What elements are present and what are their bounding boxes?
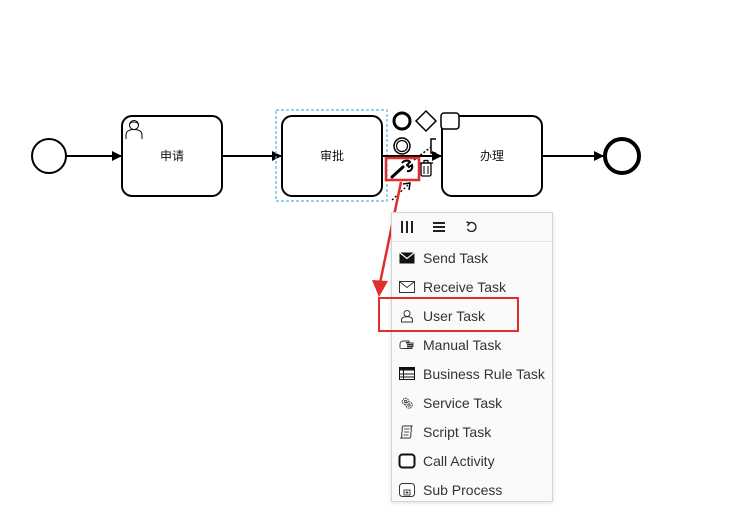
menu-item-label: Service Task xyxy=(423,394,503,411)
menu-item-label: Manual Task xyxy=(423,336,502,353)
end-event[interactable] xyxy=(603,137,641,175)
connect-icon[interactable] xyxy=(391,182,411,201)
menu-item-receive-task[interactable]: Receive Task xyxy=(392,272,552,301)
context-pad xyxy=(390,109,460,201)
gear-icon xyxy=(398,394,416,412)
table-icon xyxy=(398,365,416,383)
user-icon xyxy=(398,307,416,325)
menu-item-label: Script Task xyxy=(423,423,492,440)
text-annotation-icon[interactable] xyxy=(430,138,436,154)
user-icon xyxy=(125,120,143,139)
envelope-filled-icon xyxy=(398,249,416,267)
call-activity-icon xyxy=(398,452,416,470)
highlight-box-user-task xyxy=(378,297,519,332)
menu-item-call-activity[interactable]: Call Activity xyxy=(392,446,552,475)
annotation-arrow xyxy=(378,181,403,284)
column-icon[interactable] xyxy=(400,213,432,241)
menu-item-business-rule-task[interactable]: Business Rule Task xyxy=(392,359,552,388)
script-icon xyxy=(398,423,416,441)
menu-item-label: User Task xyxy=(423,307,485,324)
menu-item-label: Business Rule Task xyxy=(423,365,545,382)
menu-item-service-task[interactable]: Service Task xyxy=(392,388,552,417)
replace-popup-menu: Send Task Receive Task User Task Manual … xyxy=(391,212,553,502)
trash-icon[interactable] xyxy=(419,159,433,177)
menu-item-manual-task[interactable]: Manual Task xyxy=(392,330,552,359)
popup-header xyxy=(392,213,552,242)
gateway-icon[interactable] xyxy=(414,109,438,133)
association-icon[interactable] xyxy=(413,146,432,161)
task-icon[interactable] xyxy=(440,112,460,130)
menu-item-label: Receive Task xyxy=(423,278,507,295)
menu-item-label: Sub Process xyxy=(423,481,503,498)
menu-item-sub-process[interactable]: Sub Process xyxy=(392,475,552,504)
highlight-box-wrench xyxy=(384,156,421,182)
menu-item-user-task[interactable]: User Task xyxy=(392,301,552,330)
task-label-approve: 审批 xyxy=(319,149,344,163)
end-event-icon[interactable] xyxy=(392,111,412,131)
wrench-icon[interactable] xyxy=(390,159,414,179)
hand-icon xyxy=(398,336,416,354)
start-event[interactable] xyxy=(31,138,67,174)
loop-icon[interactable] xyxy=(464,213,496,241)
menu-item-send-task[interactable]: Send Task xyxy=(392,243,552,272)
list-icon[interactable] xyxy=(432,213,464,241)
menu-item-label: Call Activity xyxy=(423,452,495,469)
envelope-outline-icon xyxy=(398,278,416,296)
subprocess-icon xyxy=(398,481,416,499)
menu-item-script-task[interactable]: Script Task xyxy=(392,417,552,446)
menu-item-label: Send Task xyxy=(423,249,489,266)
task-label-handle: 办理 xyxy=(479,149,504,163)
annotation-arrowhead xyxy=(372,280,388,297)
task-label-apply: 申请 xyxy=(159,149,184,163)
